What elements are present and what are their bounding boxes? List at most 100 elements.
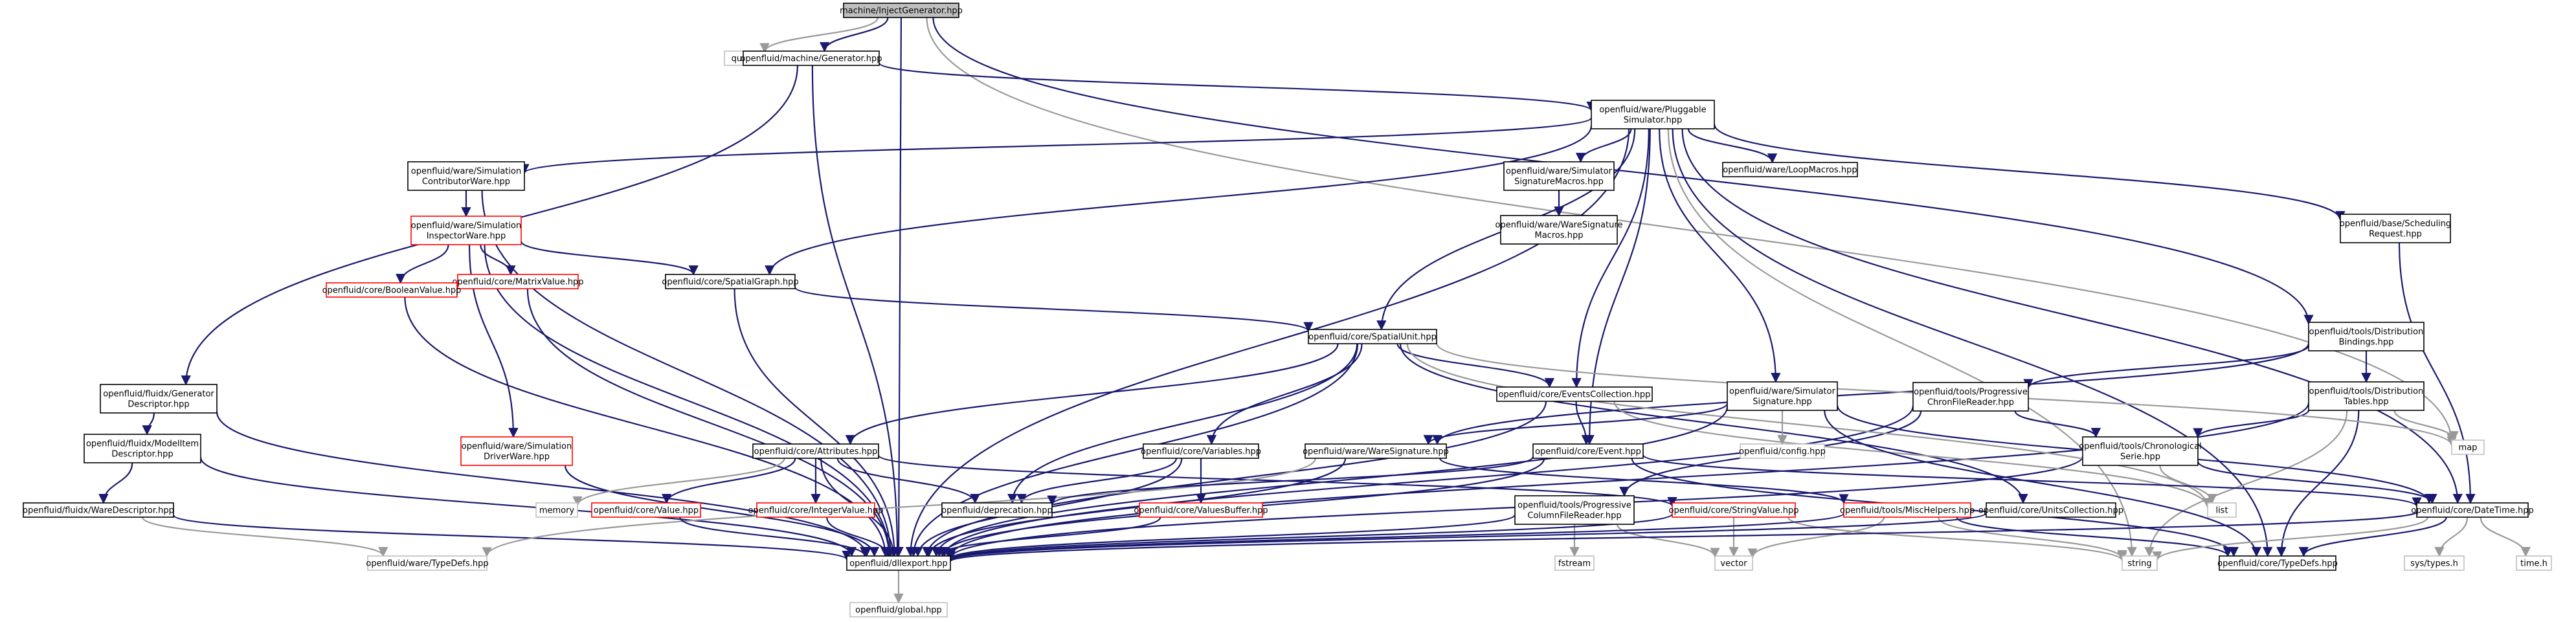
node-event[interactable]: openfluid/core/Event.hpp [1532, 443, 1644, 459]
node-event-label-0: openfluid/core/Event.hpp [1535, 447, 1641, 457]
edge-inspector-to-boolean [396, 244, 449, 284]
edge-attributes-to-memory [572, 458, 785, 507]
node-boolean[interactable]: openfluid/core/BooleanValue.hpp [322, 282, 462, 298]
edge-spatialgraph-to-dllexport [734, 288, 900, 557]
edge-datetime-to-timeh [2480, 516, 2531, 557]
node-coretypedefs-label-0: openfluid/core/TypeDefs.hpp [2217, 559, 2338, 569]
node-string-label-0: string [2127, 559, 2151, 569]
node-gen[interactable]: openfluid/machine/Generator.hpp [740, 50, 882, 66]
edge-simsig-to-dllexport [931, 406, 1729, 557]
node-waresigmacros-box [1500, 215, 1618, 245]
node-sigmacros-box [1503, 161, 1615, 191]
node-deprecation-box [941, 502, 1053, 518]
node-inspector-box [410, 216, 522, 245]
edge-spatialunit-to-attributes [845, 343, 1339, 445]
node-global: openfluid/global.hpp [849, 602, 948, 617]
node-integer[interactable]: openfluid/core/IntegerValue.hpp [748, 502, 884, 518]
node-variables-label-0: openfluid/core/Variables.hpp [1141, 447, 1261, 457]
node-schedreq-label-1: Request.hpp [2369, 230, 2422, 239]
node-modelitem-box [84, 434, 201, 463]
edge-progcol-to-vector [1616, 524, 1720, 558]
edge-eventscoll-to-list [1613, 401, 2213, 509]
node-plug-box [1591, 100, 1715, 129]
node-contrib-label-0: openfluid/ware/Simulation [411, 167, 521, 177]
edge-root-to-map [926, 17, 2457, 444]
node-attributes[interactable]: openfluid/core/Attributes.hpp [752, 443, 879, 459]
node-matrix[interactable]: openfluid/core/MatrixValue.hpp [452, 274, 584, 289]
node-value-box [591, 502, 701, 518]
edge-datetime-to-coretypedefs [2298, 516, 2447, 557]
node-unitscoll-label-0: openfluid/core/UnitsCollection.hpp [1978, 506, 2123, 516]
node-progchron-label-1: ChronFileReader.hpp [1927, 398, 2014, 408]
node-gen-label-0: openfluid/machine/Generator.hpp [740, 54, 882, 64]
node-deprecation[interactable]: openfluid/deprecation.hpp [941, 502, 1053, 518]
node-waretypedefs: openfluid/ware/TypeDefs.hpp [366, 555, 489, 571]
node-eventscoll[interactable]: openfluid/core/EventsCollection.hpp [1496, 386, 1653, 402]
edge-inspector-to-driver [468, 244, 519, 438]
node-valuesbuf[interactable]: openfluid/core/ValuesBuffer.hpp [1134, 502, 1268, 518]
node-progcol[interactable]: openfluid/tools/ProgressiveColumnFileRea… [1514, 495, 1635, 525]
edge-plug-to-eventscoll [1571, 128, 1650, 388]
node-map-label-0: map [2459, 443, 2478, 453]
node-waresig[interactable]: openfluid/ware/WareSignature.hpp [1303, 443, 1449, 459]
node-spatialgraph-label-0: openfluid/core/SpatialGraph.hpp [662, 278, 798, 287]
node-schedreq-box [2340, 214, 2451, 243]
node-value[interactable]: openfluid/core/Value.hpp [591, 502, 701, 518]
edge-mischelp-to-vector [1747, 516, 1885, 559]
node-loopmacros[interactable]: openfluid/ware/LoopMacros.hpp [1722, 162, 1858, 177]
node-stringval[interactable]: openfluid/core/StringValue.hpp [1668, 502, 1799, 518]
node-contrib[interactable]: openfluid/ware/SimulationContributorWare… [407, 161, 525, 191]
node-dllexport[interactable]: openfluid/dllexport.hpp [846, 555, 951, 571]
node-datetime[interactable]: openfluid/core/DateTime.hpp [2411, 502, 2534, 518]
node-coretypedefs[interactable]: openfluid/core/TypeDefs.hpp [2217, 555, 2338, 571]
edge-spatialunit-to-deprecation [1007, 343, 1358, 504]
node-progchron[interactable]: openfluid/tools/ProgressiveChronFileRead… [1912, 382, 2029, 412]
node-inspector[interactable]: openfluid/ware/SimulationInspectorWare.h… [410, 216, 522, 245]
node-global-box [849, 602, 948, 617]
node-list-box [2207, 502, 2237, 518]
node-sigmacros-label-0: openfluid/ware/Simulator [1506, 167, 1613, 177]
node-global-label-0: openfluid/global.hpp [855, 606, 942, 616]
node-disttables-label-1: Tables.hpp [2343, 397, 2388, 407]
edge-gendesc-to-dllexport [216, 411, 872, 557]
node-sigmacros[interactable]: openfluid/ware/SimulatorSignatureMacros.… [1503, 161, 1615, 191]
node-unitscoll[interactable]: openfluid/core/UnitsCollection.hpp [1978, 502, 2123, 518]
edge-plug-to-datetime [1681, 128, 2463, 504]
edge-value-to-dllexport [679, 516, 870, 557]
node-waresig-label-0: openfluid/ware/WareSignature.hpp [1303, 447, 1449, 457]
node-progcol-box [1514, 495, 1635, 525]
node-matrix-label-0: openfluid/core/MatrixValue.hpp [452, 278, 583, 287]
edge-distbind-to-waresig [1432, 343, 2310, 445]
node-stringval-box [1672, 502, 1796, 518]
edge-plug-to-schedreq [1713, 124, 2346, 221]
node-matrix-box [457, 274, 579, 289]
node-root[interactable]: machine/InjectGenerator.hpp [840, 3, 963, 18]
edge-inspector-to-spatialgraph [520, 240, 699, 276]
node-variables[interactable]: openfluid/core/Variables.hpp [1141, 443, 1261, 459]
node-spatialunit-label-0: openfluid/core/SpatialUnit.hpp [1308, 333, 1437, 342]
node-spatialgraph[interactable]: openfluid/core/SpatialGraph.hpp [662, 274, 799, 289]
node-waredesc-label-0: openfluid/fluidx/WareDescriptor.hpp [23, 506, 174, 516]
node-deprecation-label-0: openfluid/deprecation.hpp [941, 506, 1053, 516]
edge-schedreq-to-datetime [2398, 242, 2476, 504]
node-timeh-label-0: time.h [2520, 559, 2548, 569]
edge-waresig-to-waretypedefs [482, 458, 1316, 557]
node-simsig-label-1: Signature.hpp [1753, 397, 1812, 407]
node-config: openfluid/config.hpp [1739, 443, 1826, 459]
node-spatialunit[interactable]: openfluid/core/SpatialUnit.hpp [1308, 329, 1437, 344]
node-waredesc[interactable]: openfluid/fluidx/WareDescriptor.hpp [23, 502, 174, 518]
node-inspector-label-1: InspectorWare.hpp [427, 232, 506, 241]
node-simsig-box [1727, 381, 1838, 411]
node-integer-label-0: openfluid/core/IntegerValue.hpp [748, 506, 884, 516]
node-mischelp[interactable]: openfluid/tools/MiscHelpers.hpp [1840, 502, 1975, 518]
